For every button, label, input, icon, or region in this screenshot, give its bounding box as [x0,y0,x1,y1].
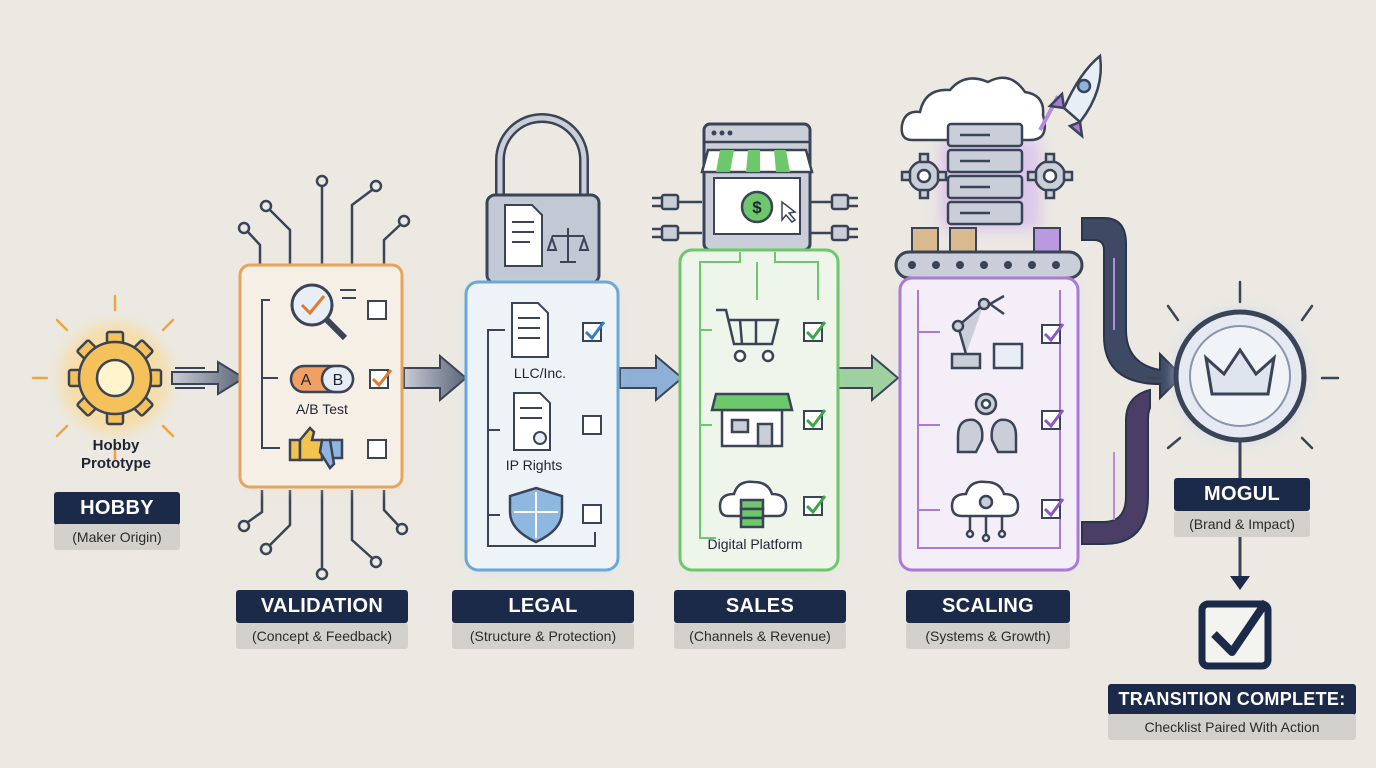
cloud-server-icon [950,480,1020,543]
validation-stage: A B [237,174,411,581]
robot-arm-icon [950,294,1024,370]
crown-icon [1203,347,1277,396]
thumbs-icon [288,426,344,470]
arrow-validation-legal [403,353,468,403]
checkbox-icon [582,504,602,524]
document-icon [511,302,549,358]
mogul-stage [1146,280,1340,670]
checkbox-icon [803,322,823,342]
ip-rights-label: IP Rights [505,457,563,473]
hobby-title: HOBBY [54,492,180,525]
llc-label: LLC/Inc. [513,365,567,381]
document-icon [513,392,551,451]
box-icons [911,227,1061,253]
gear-icon [1026,152,1074,200]
arrow-sales-scaling [837,353,900,403]
scales-icon [546,228,590,263]
validation-subtitle: (Concept & Feedback) [236,623,408,649]
ab-letter-a: A [301,372,312,389]
circuit-icon [237,174,411,581]
sales-title: SALES [674,590,846,623]
hobby-stage [31,294,199,462]
legal-title: LEGAL [452,590,634,623]
checkbox-icon [582,322,602,342]
checkbox-icon [1041,324,1061,344]
final-title: TRANSITION COMPLETE: [1108,684,1356,715]
scaling-panel [898,276,1080,572]
checkbox-icon [369,369,389,389]
final-subtitle: Checklist Paired With Action [1108,714,1356,740]
dollar-icon [740,190,774,224]
scaling-stage [894,53,1102,572]
sales-subtitle: (Channels & Revenue) [674,623,846,649]
hobby-icon-label-line2: Prototype [80,455,151,472]
checkbox-icon [367,300,387,320]
storefront-icon: $ [700,122,814,262]
gear-icon [67,330,163,426]
cloud-server-icon [718,480,788,529]
scaling-subtitle: (Systems & Growth) [906,623,1070,649]
legal-subtitle: (Structure & Protection) [452,623,634,649]
sales-stage: $ [652,122,858,572]
cart-icon [716,308,780,363]
plug-icons [652,193,858,242]
ab-letter-b: B [333,372,344,389]
document-icon [504,204,543,267]
hobby-icon-label-line1: Hobby [92,437,140,454]
checkbox-icon [1041,410,1061,430]
curved-arrows [1081,217,1184,545]
validation-title: VALIDATION [236,590,408,623]
arrow-legal-sales [619,353,684,403]
gear-icon [900,152,948,200]
magnifier-icon [290,283,356,341]
mogul-title: MOGUL [1174,478,1310,511]
heads-gears-icon [956,392,1018,454]
ab-toggle-icon [289,364,355,394]
svg-text:$: $ [752,198,762,217]
storefront-icon [710,392,794,448]
arrow-hobby-validation [171,360,246,396]
digital-platform-label: Digital Platform [707,536,803,552]
hobby-subtitle: (Maker Origin) [54,524,180,550]
checkbox-icon [803,496,823,516]
server-icon [946,122,1024,226]
checkbox-icon [803,410,823,430]
checkbox-icon [1041,499,1061,519]
hobby-icon-label: Hobby Prototype [70,437,162,473]
ab-test-label: A/B Test [296,401,348,417]
rocket-icon [1038,53,1102,140]
scaling-title: SCALING [906,590,1070,623]
checkbox-icon [582,415,602,435]
checkbox-icon [367,439,387,459]
legal-stage [464,113,620,572]
mogul-subtitle: (Brand & Impact) [1174,511,1310,537]
